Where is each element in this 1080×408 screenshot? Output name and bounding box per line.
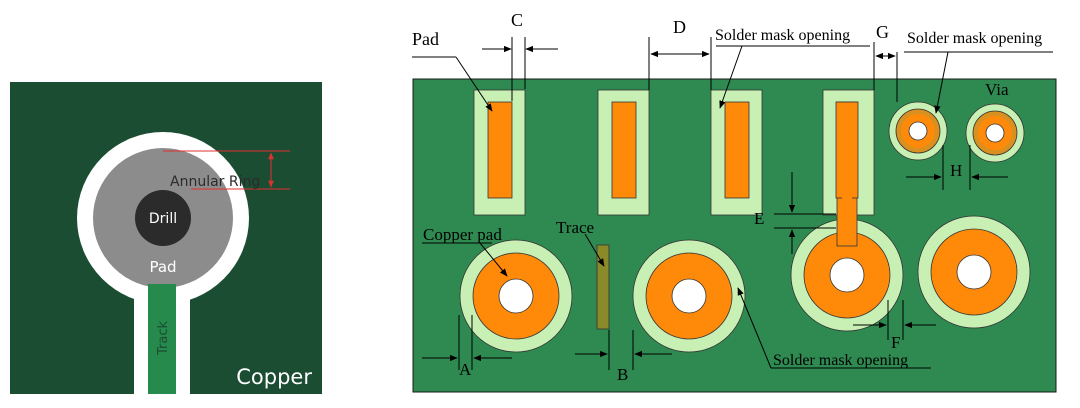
copper-pad-top bbox=[835, 101, 859, 199]
copper-pad-label: Copper pad bbox=[423, 225, 502, 244]
smo3-leader-arrow bbox=[737, 287, 772, 369]
f-label: F bbox=[891, 333, 900, 352]
rect-pad-1 bbox=[473, 89, 526, 216]
drill-hole bbox=[671, 278, 707, 314]
a-label: A bbox=[459, 360, 472, 379]
trace-leader-arrow bbox=[584, 233, 605, 267]
e-label: E bbox=[754, 209, 764, 228]
trace-neck bbox=[842, 196, 852, 240]
drill-hole bbox=[135, 190, 191, 246]
b-label: B bbox=[617, 365, 628, 384]
solder-mask-opening-label-2: Solder mask opening bbox=[907, 30, 1042, 47]
left-panel: Annular Ring Drill Pad Track Copper bbox=[10, 82, 322, 394]
via-hole bbox=[908, 121, 928, 141]
drill-hole bbox=[498, 278, 534, 314]
copper-pad-leader-arrow bbox=[479, 242, 508, 277]
via-2 bbox=[965, 103, 1025, 163]
via-1 bbox=[888, 101, 948, 161]
pad-label: Pad bbox=[412, 29, 439, 49]
copper-pad bbox=[487, 101, 513, 199]
drill-hole bbox=[829, 257, 865, 293]
copper-pad bbox=[611, 101, 637, 199]
track bbox=[148, 284, 176, 394]
rect-pad-3 bbox=[710, 89, 763, 216]
d-label: D bbox=[673, 17, 686, 37]
annular-ring-label: Annular Ring bbox=[170, 174, 260, 190]
g-label: G bbox=[876, 22, 889, 42]
smo1-leader-arrow bbox=[719, 45, 743, 109]
solder-mask-opening-label-3: Solder mask opening bbox=[773, 352, 908, 369]
copper-label: Copper bbox=[236, 365, 312, 389]
smo2-leader-arrow bbox=[934, 51, 949, 114]
via-label: Via bbox=[985, 80, 1009, 99]
circular-pad-4 bbox=[917, 215, 1031, 329]
circular-pad-2 bbox=[632, 239, 746, 353]
drill-label: Drill bbox=[149, 211, 177, 227]
right-panel: Pad C D Solder mask opening G Solder mas… bbox=[412, 10, 1057, 393]
copper-pad bbox=[724, 101, 750, 199]
rect-pad-2 bbox=[597, 89, 650, 216]
circular-pad-3 bbox=[790, 101, 904, 332]
pad-label: Pad bbox=[149, 258, 176, 276]
via-hole bbox=[985, 123, 1005, 143]
trace-label: Trace bbox=[556, 218, 594, 237]
circular-pad-1 bbox=[459, 239, 573, 353]
drill-hole bbox=[956, 254, 992, 290]
c-label: C bbox=[511, 10, 523, 30]
track-label: Track bbox=[156, 321, 171, 356]
solder-mask-opening-label-1: Solder mask opening bbox=[715, 27, 850, 44]
h-label: H bbox=[950, 161, 962, 180]
pad-leader-arrow bbox=[455, 56, 493, 112]
